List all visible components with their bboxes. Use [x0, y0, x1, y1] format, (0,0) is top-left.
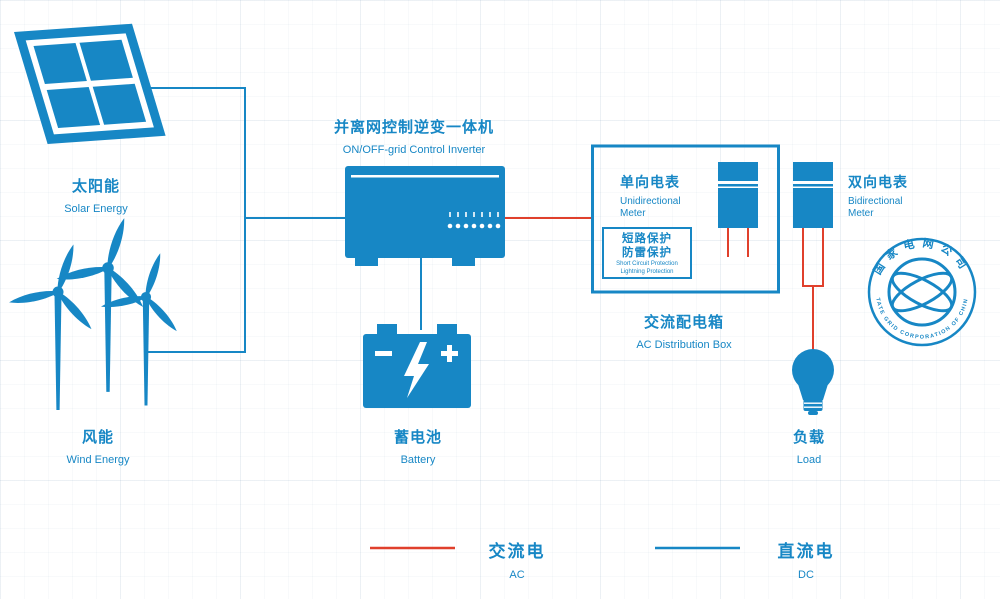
legend-dc-en: DC — [798, 569, 814, 581]
unidirectional-meter-label: 单向电表 Unidirectional Meter — [620, 172, 681, 220]
wind-label-en: Wind Energy — [66, 454, 130, 466]
wind-label-zh: 风能 — [81, 429, 115, 446]
battery-minus-icon — [375, 351, 392, 356]
legend-ac-label: 交流电 AC — [489, 537, 546, 581]
load-label-en: Load — [796, 454, 822, 466]
battery-icon — [363, 324, 471, 408]
battery-label-zh: 蓄电池 — [393, 429, 443, 446]
protection-label-zh2: 防雷保护 — [622, 247, 672, 259]
uni-meter-label-en2: Meter — [620, 208, 646, 219]
bi-meter-label-zh: 双向电表 — [848, 174, 908, 190]
protection-label-en1: Short Circuit Protection — [616, 261, 678, 267]
wind-turbine-icon-1 — [8, 243, 94, 410]
battery-label-en: Battery — [400, 454, 436, 466]
legend-ac-en: AC — [509, 569, 525, 581]
inverter-vents — [447, 212, 501, 229]
bi-meter-label-en1: Bidirectional — [848, 196, 903, 207]
protection-box-outline — [602, 227, 692, 279]
uni-meter-label-en1: Unidirectional — [620, 196, 681, 207]
inverter-label-zh: 并离网控制逆变一体机 — [333, 119, 495, 136]
battery-label: 蓄电池 Battery — [394, 426, 442, 466]
solar-label-en: Solar Energy — [64, 203, 128, 215]
dist-box-label-zh: 交流配电箱 — [643, 314, 724, 331]
unidirectional-meter-icon — [718, 162, 758, 228]
wind-label: 风能 Wind Energy — [67, 426, 130, 466]
solar-label: 太阳能 Solar Energy — [64, 175, 128, 215]
inverter-label: 并离网控制逆变一体机 ON/OFF-grid Control Inverter — [334, 116, 494, 156]
load-label-zh: 负载 — [792, 429, 826, 446]
uni-meter-label-zh: 单向电表 — [620, 174, 680, 190]
battery-bolt-icon — [404, 342, 429, 398]
load-label: 负载 Load — [793, 426, 825, 466]
legend-dc-label: 直流电 DC — [778, 537, 835, 581]
ac-distribution-box-label: 交流配电箱 AC Distribution Box — [636, 311, 731, 351]
solar-panel-icon — [14, 23, 166, 144]
load-bulb-icon — [792, 349, 834, 415]
protection-label-zh1: 短路保护 — [622, 233, 672, 245]
protection-label-en2: Lightning Protection — [620, 269, 674, 275]
dc-lines — [148, 87, 422, 353]
wind-turbines-icon — [8, 217, 179, 410]
bidirectional-meter-label: 双向电表 Bidirectional Meter — [848, 172, 908, 220]
protection-label: 短路保护 防雷保护 Short Circuit Protection Light… — [604, 232, 690, 276]
inverter-icon — [345, 166, 505, 266]
legend-dc-zh: 直流电 — [777, 542, 835, 561]
ac-distribution-box-outline — [591, 144, 780, 294]
bi-meter-label-en2: Meter — [848, 208, 874, 219]
inverter-label-en: ON/OFF-grid Control Inverter — [342, 144, 486, 156]
ac-lines — [505, 217, 824, 350]
battery-plus-icon — [441, 345, 458, 362]
solar-label-zh: 太阳能 — [71, 178, 120, 195]
bidirectional-meter-icon — [793, 162, 833, 228]
globe-icon — [887, 257, 957, 327]
legend-ac-zh: 交流电 — [488, 542, 546, 561]
dist-box-label-en: AC Distribution Box — [636, 339, 732, 351]
